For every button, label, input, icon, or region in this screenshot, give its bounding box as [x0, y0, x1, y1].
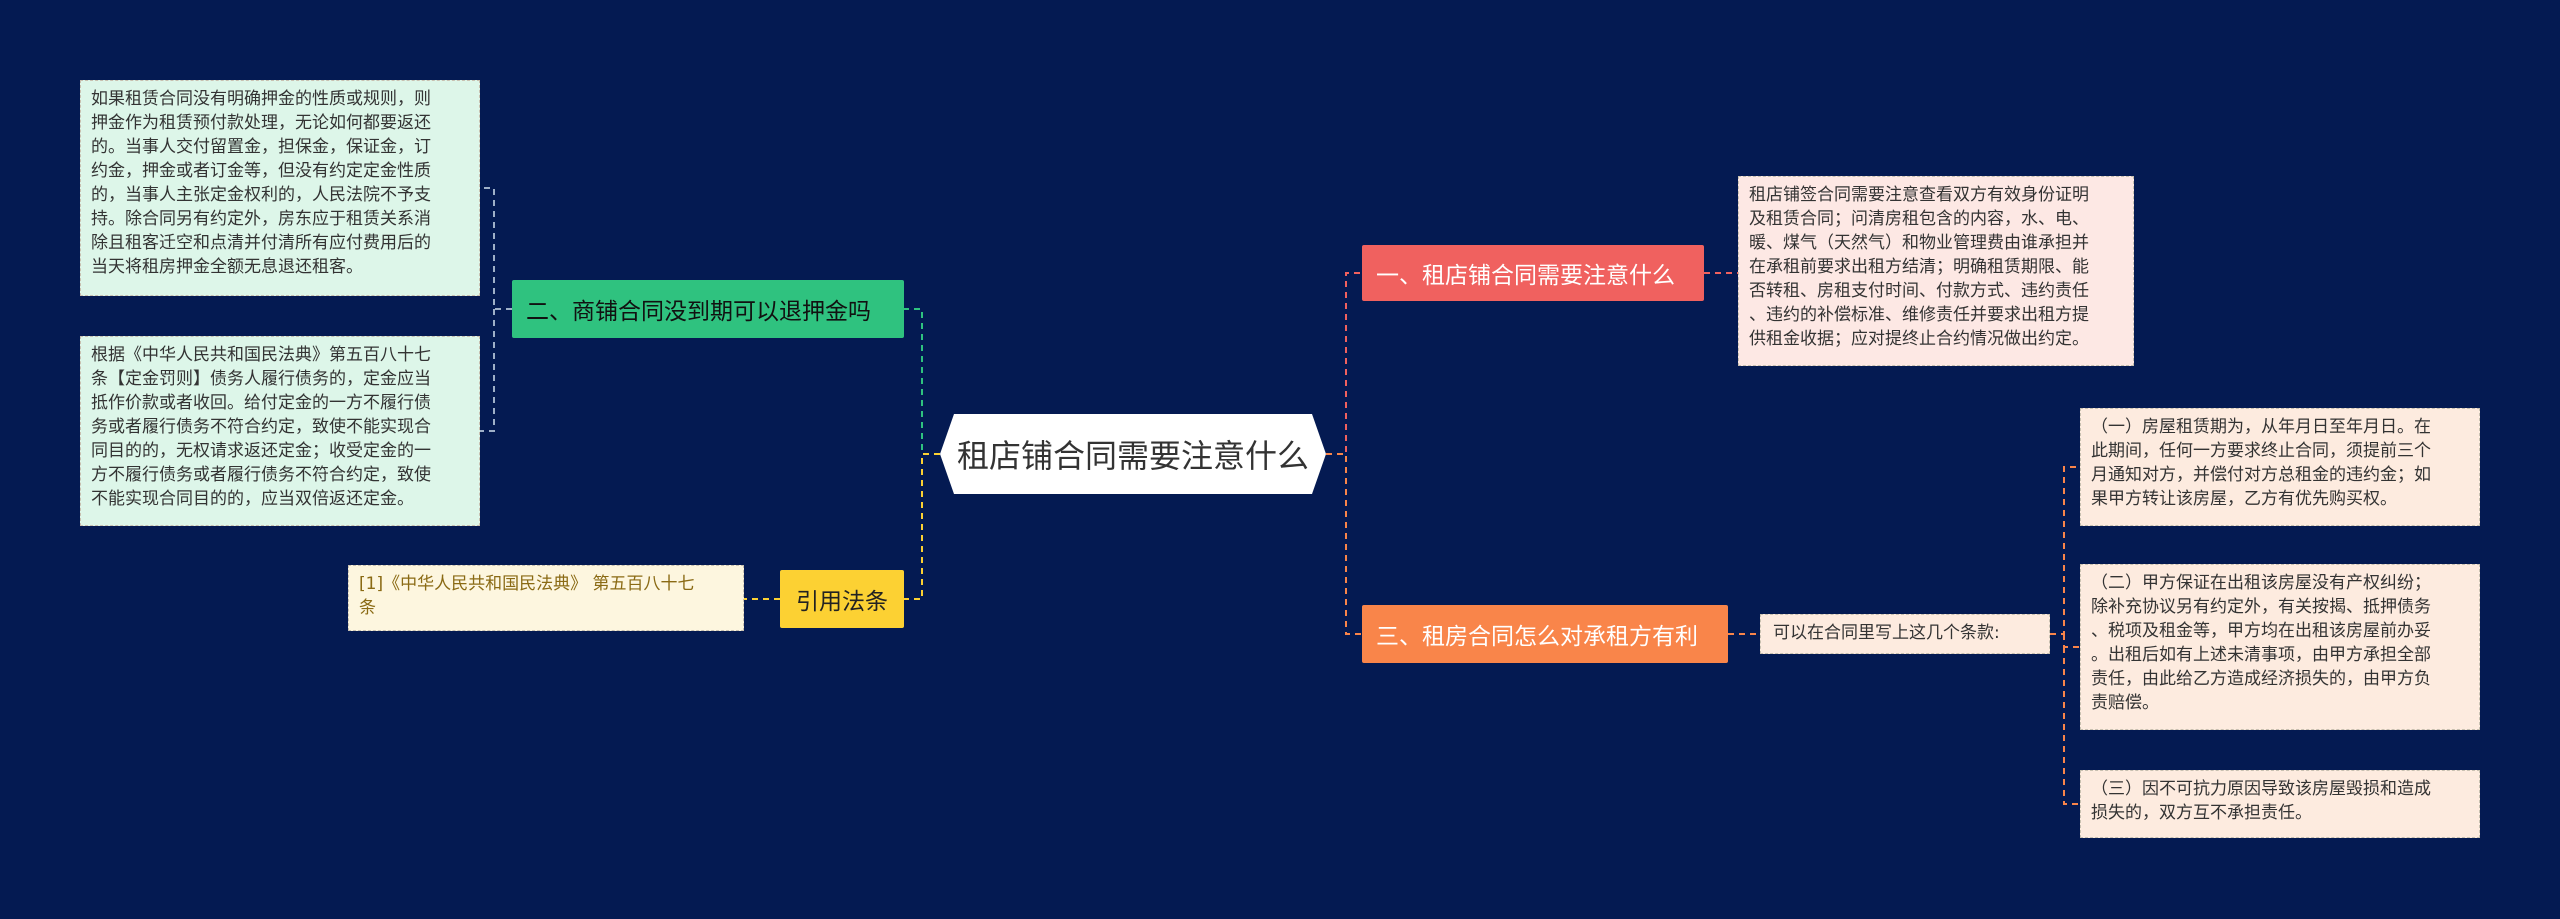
link-root-branch2	[904, 308, 940, 455]
branch-deposit-refund[interactable]: 二、商铺合同没到期可以退押金吗	[512, 280, 904, 338]
link-mid-leaves	[2050, 466, 2080, 805]
root-node[interactable]: 租店铺合同需要注意什么	[940, 414, 1326, 494]
branch-rent-shop-contract-notes[interactable]: 一、租店铺合同需要注意什么	[1362, 245, 1704, 301]
branch-label: 引用法条	[796, 589, 888, 615]
leaf-tenant-favorable-intro: 可以在合同里写上这几个条款:	[1760, 614, 2050, 654]
link-root-branch1	[1326, 272, 1362, 455]
branch-cited-law[interactable]: 引用法条	[780, 570, 904, 628]
link-branch2-leaves	[480, 187, 512, 432]
leaf-tenant-clause-3: （三）因不可抗力原因导致该房屋毁损和造成 损失的，双方互不承担责任。	[2080, 770, 2480, 838]
leaf-tenant-clause-1: （一）房屋租赁期为，从年月日至年月日。在 此期间，任何一方要求终止合同，须提前三…	[2080, 408, 2480, 526]
root-label: 租店铺合同需要注意什么	[956, 437, 1309, 475]
leaf-rent-shop-contract-notes: 租店铺签合同需要注意查看双方有效身份证明 及租赁合同；问清房租包含的内容，水、电…	[1738, 176, 2134, 366]
leaf-deposit-refund-2: 根据《中华人民共和国民法典》第五百八十七 条【定金罚则】债务人履行债务的，定金应…	[80, 336, 480, 526]
branch-label: 一、租店铺合同需要注意什么	[1376, 263, 1675, 289]
leaf-deposit-refund-1: 如果租赁合同没有明确押金的性质或规则，则 押金作为租赁预付款处理，无论如何都要返…	[80, 80, 480, 296]
link-root-branch3	[904, 453, 940, 600]
branch-tenant-favorable[interactable]: 三、租房合同怎么对承租方有利	[1362, 605, 1728, 663]
branch-label: 二、商铺合同没到期可以退押金吗	[526, 299, 871, 325]
leaf-tenant-clause-2: （二）甲方保证在出租该房屋没有产权纠纷； 除补充协议另有约定外，有关按揭、抵押债…	[2080, 564, 2480, 730]
link-root-branch4	[1326, 453, 1362, 635]
branch-label: 三、租房合同怎么对承租方有利	[1376, 624, 1698, 650]
leaf-cited-law: [1]《中华人民共和国民法典》 第五百八十七 条	[348, 565, 744, 631]
